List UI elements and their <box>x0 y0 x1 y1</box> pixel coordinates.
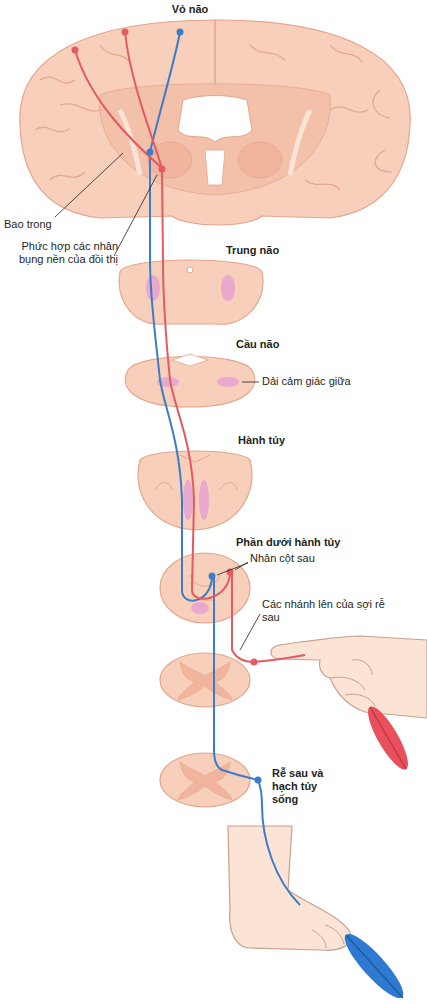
neuron-dots-part <box>72 47 79 54</box>
foot-figure-part <box>312 925 344 948</box>
pons-section-part <box>172 354 208 366</box>
leader-lines-part <box>235 562 248 570</box>
midbrain-section <box>119 260 263 324</box>
foot-figure <box>228 826 351 950</box>
brain-section-part <box>178 96 252 143</box>
neuron-dots-part <box>251 659 258 666</box>
structure-label: Dải cảm giác giữa <box>262 375 387 388</box>
region-heading: Cầu não <box>236 338 316 351</box>
medulla-section-part <box>199 480 209 520</box>
blue-pathway-part <box>214 578 258 780</box>
brain-section-part <box>35 45 392 190</box>
neuron-dots-part <box>147 149 154 156</box>
neuron-dots-part <box>177 29 184 36</box>
blue-pathway-part <box>150 32 180 152</box>
pons-section-part <box>217 377 239 387</box>
structure-label: Nhân cột sau <box>250 552 360 565</box>
red-feather <box>361 702 414 774</box>
lower-medulla-section <box>160 553 250 623</box>
lumbar-cord-section-part <box>178 762 232 800</box>
medulla-section <box>138 451 252 530</box>
medulla-section-part <box>183 480 193 520</box>
red-pathway-part <box>162 170 230 599</box>
lumbar-cord-section-part <box>160 753 250 807</box>
midbrain-section-part <box>187 267 193 273</box>
medulla-section-part <box>138 451 252 530</box>
cervical-cord-section-part <box>160 653 250 707</box>
foot-figure-part <box>228 826 351 950</box>
leader-lines-part <box>217 563 248 575</box>
red-pathway-part <box>125 32 162 168</box>
blue-feather-part <box>338 927 411 1004</box>
blue-feather-part <box>346 935 403 998</box>
cervical-cord-section <box>160 653 250 707</box>
brain-section-part <box>214 20 216 88</box>
neuron-dots-part <box>122 29 129 36</box>
blue-feather <box>338 927 411 1004</box>
pons-section <box>125 354 254 407</box>
lower-medulla-section-part <box>191 602 209 614</box>
brain-section <box>20 20 410 225</box>
structure-label: Các nhánh lên của sợi rễ sau <box>262 598 397 624</box>
brain-section-part <box>205 150 225 185</box>
medulla-section-part <box>155 483 237 491</box>
hand-figure <box>271 636 427 718</box>
hand-figure-part <box>271 636 427 718</box>
structure-label: Phức hợp các nhân bụng nền của đồi thị <box>8 240 118 266</box>
cervical-cord-section-part <box>178 662 232 700</box>
midbrain-section-part <box>146 275 160 301</box>
red-feather-part <box>370 707 406 769</box>
brain-section-part <box>100 84 331 195</box>
red-feather-part <box>361 702 414 774</box>
midbrain-section-part <box>119 260 263 324</box>
medulla-section-part <box>180 455 210 462</box>
structure-label: Bao trong <box>4 218 74 231</box>
leader-lines-part <box>55 153 123 217</box>
brain-section-part <box>20 20 410 225</box>
lumbar-cord-section <box>160 753 250 807</box>
leader-lines-part <box>240 614 260 650</box>
region-heading: Phần dưới hành tủy <box>236 536 371 549</box>
red-pathway-part <box>75 50 162 168</box>
blue-pathway-part <box>150 152 212 601</box>
leader-lines-part <box>242 382 259 383</box>
neuron-dots <box>72 29 262 784</box>
region-heading: Vỏ não <box>160 3 220 16</box>
neuron-dots-part <box>159 166 166 173</box>
hand-figure-part <box>330 660 375 706</box>
lower-medulla-section-part <box>160 553 250 623</box>
neuron-dots-part <box>209 573 216 580</box>
region-heading: Trung não <box>226 244 316 257</box>
leader-lines-part <box>114 175 157 256</box>
midbrain-section-part <box>221 275 235 301</box>
leader-lines <box>55 153 260 650</box>
region-heading: Hành tủy <box>238 434 318 447</box>
region-heading: Rễ sau và hạch tủy sống <box>272 767 344 806</box>
neuron-dots-part <box>255 777 262 784</box>
brain-section-part <box>238 142 282 178</box>
brain-section-part <box>120 110 310 175</box>
